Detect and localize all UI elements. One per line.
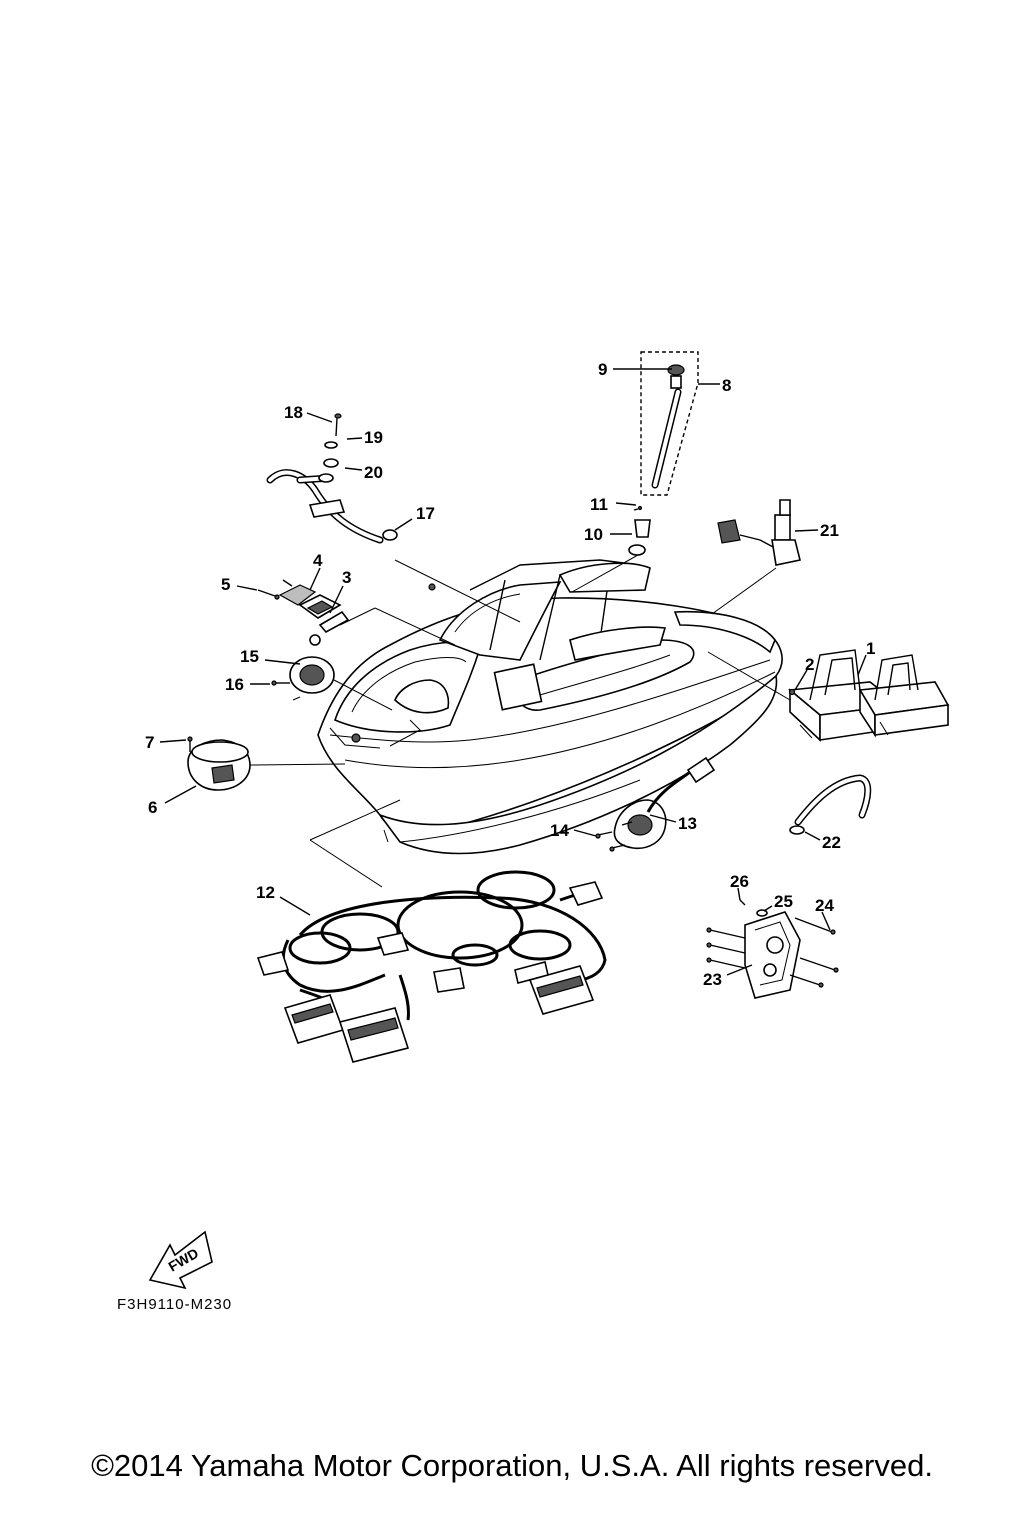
drain-tube-assembly xyxy=(571,351,699,593)
callout-11: 11 xyxy=(590,495,608,514)
callout-13: 13 xyxy=(678,814,697,833)
callout-21: 21 xyxy=(820,521,839,540)
copyright-notice: ©2014 Yamaha Motor Corporation, U.S.A. A… xyxy=(91,1448,933,1483)
leader-lines xyxy=(159,368,867,976)
callout-18: 18 xyxy=(284,403,303,422)
callout-10: 10 xyxy=(584,525,603,544)
drawing-code: F3H9110-M230 xyxy=(117,1296,233,1313)
callout-23: 23 xyxy=(703,970,722,989)
callout-20: 20 xyxy=(364,463,383,482)
callout-5: 5 xyxy=(221,575,230,594)
fwd-arrow-icon: FWD xyxy=(148,1230,213,1290)
callout-7: 7 xyxy=(145,733,154,752)
callout-26: 26 xyxy=(730,872,749,891)
callout-17: 17 xyxy=(416,504,435,523)
bow-cover xyxy=(187,736,346,791)
callout-16: 16 xyxy=(225,675,244,694)
callout-22: 22 xyxy=(822,833,841,852)
callout-6: 6 xyxy=(148,798,157,817)
callout-24: 24 xyxy=(815,896,834,915)
cable-assembly xyxy=(789,774,872,835)
callout-3: 3 xyxy=(342,568,351,587)
callout-9: 9 xyxy=(598,360,607,379)
sensor-assembly xyxy=(711,499,801,615)
callout-19: 19 xyxy=(364,428,383,447)
callout-8: 8 xyxy=(722,376,731,395)
bracket-assembly xyxy=(706,899,839,999)
wire-harness xyxy=(256,799,607,1063)
callout-15: 15 xyxy=(240,647,259,666)
callout-2: 2 xyxy=(805,655,814,674)
vent-duct xyxy=(271,656,393,711)
battery-box-assembly xyxy=(707,649,950,742)
callout-12: 12 xyxy=(256,883,275,902)
hose-assembly xyxy=(266,413,521,623)
wire-plate xyxy=(595,756,716,852)
vent-cover-assembly xyxy=(257,579,456,646)
boat-hull xyxy=(317,559,783,855)
callout-1: 1 xyxy=(866,639,875,658)
callout-numbers: 1 2 3 4 5 6 7 8 9 10 11 12 13 14 15 16 1… xyxy=(145,360,875,989)
callout-14: 14 xyxy=(550,821,569,840)
callout-25: 25 xyxy=(774,892,793,911)
callout-4: 4 xyxy=(313,551,323,570)
